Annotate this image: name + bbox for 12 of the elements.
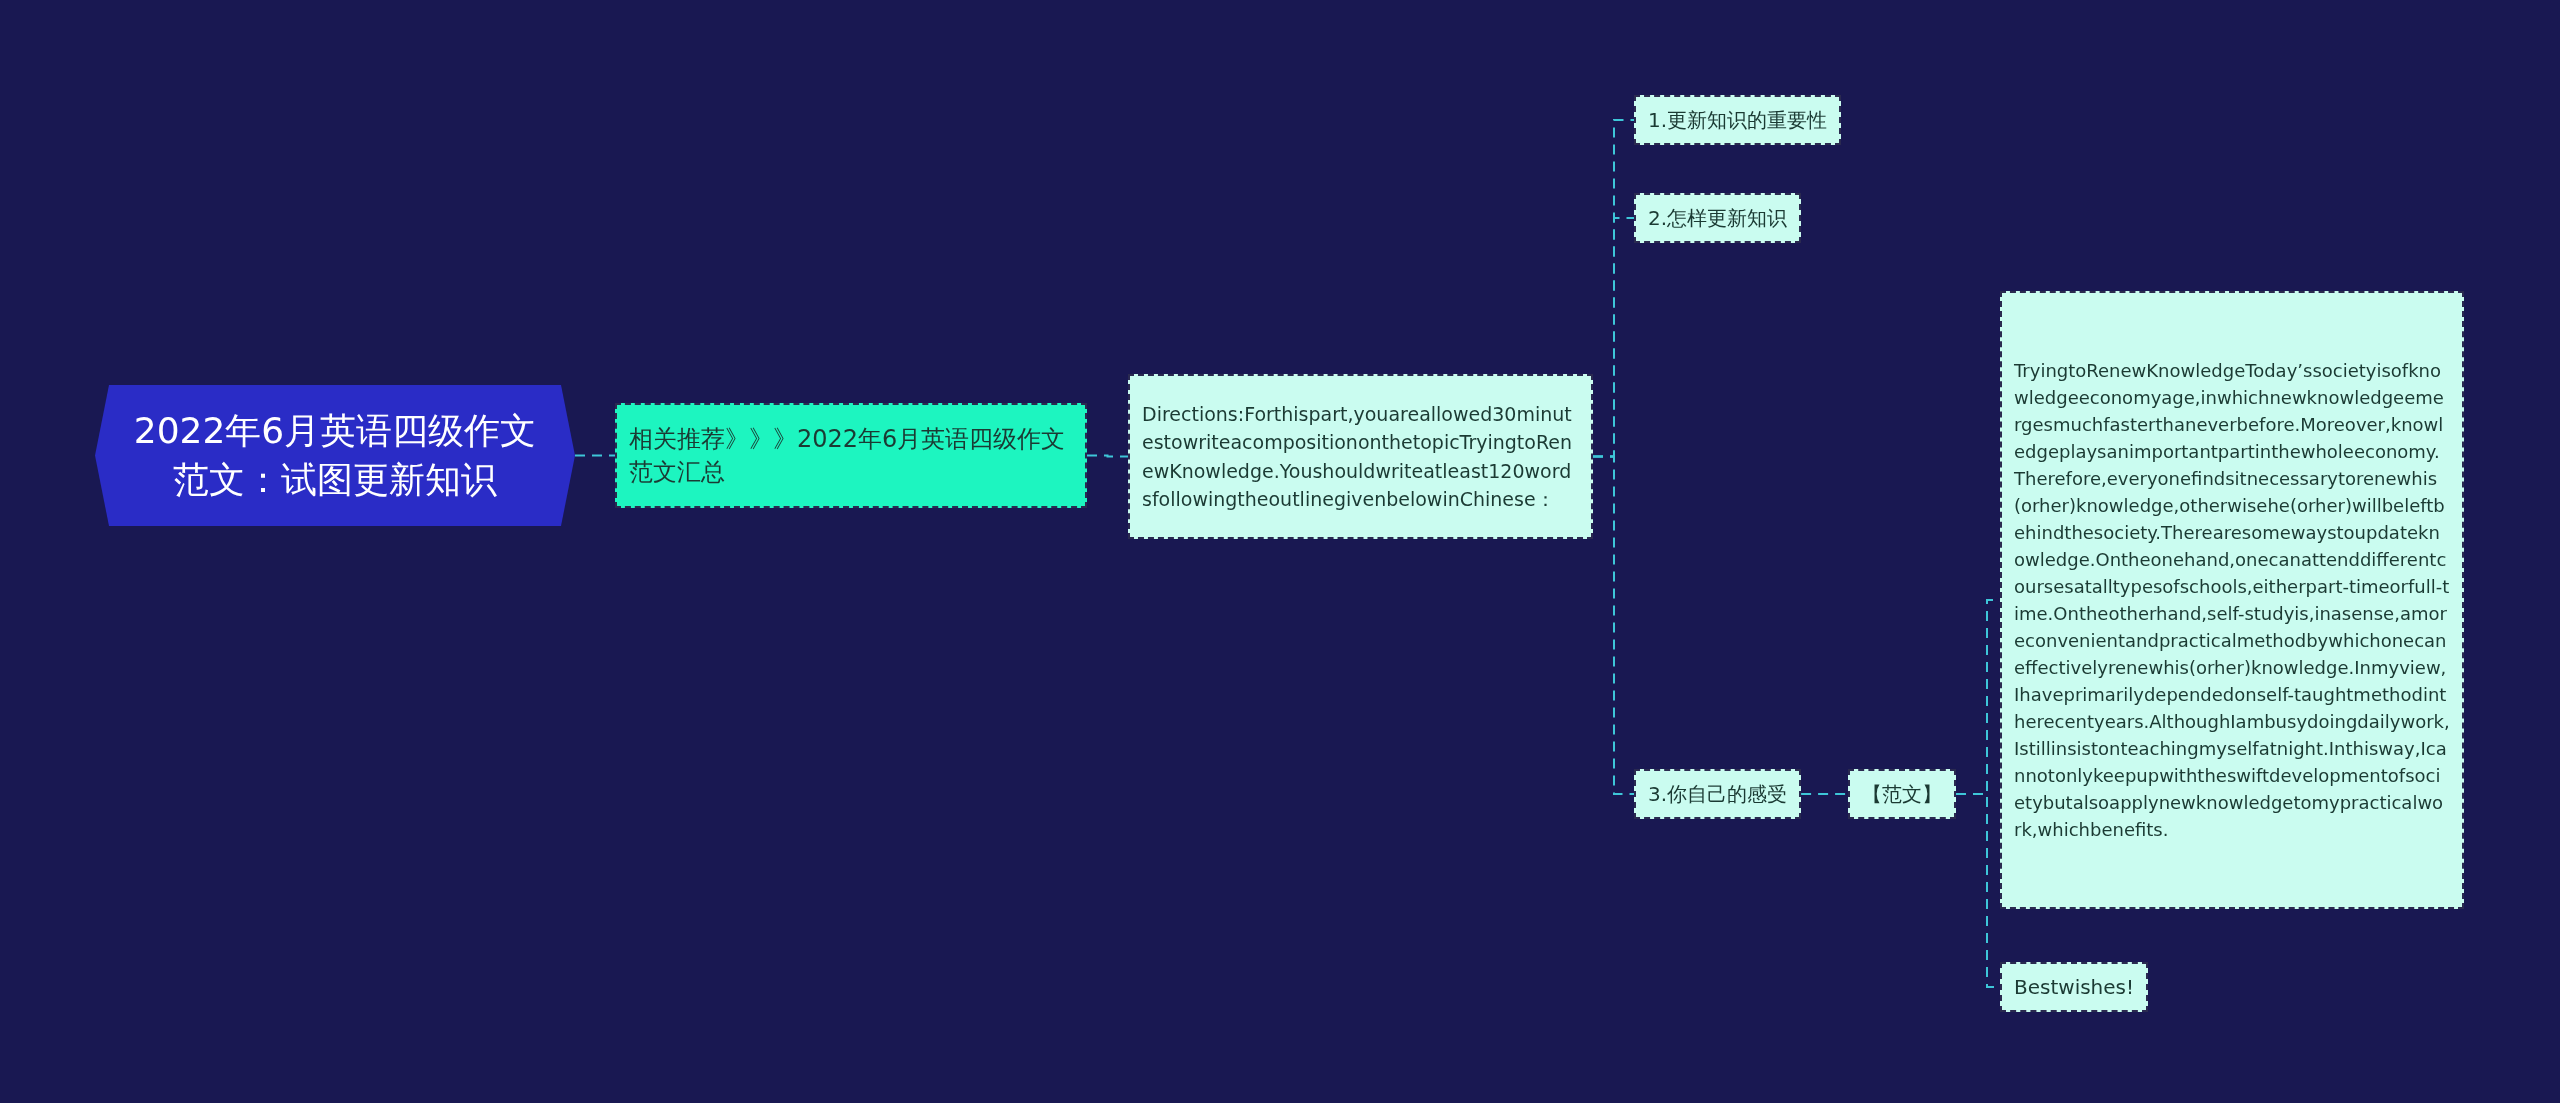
topic-box: 2.怎样更新知识 bbox=[1634, 193, 1802, 243]
title-hexagon: 2022年6月英语四级作文范文：试图更新知识 bbox=[95, 385, 575, 526]
topic-box: 相关推荐》》》2022年6月英语四级作文范文汇总 bbox=[615, 403, 1087, 508]
connector-line bbox=[574, 454, 616, 457]
topic-box: 3.你自己的感受 bbox=[1634, 769, 1802, 819]
connector-line bbox=[1086, 454, 1129, 458]
topic-box: Directions:Forthispart,youareallowed30minutestowriteacompositiononthetopicTryingtoRenewKnowledge.Youshouldwriteatleast120wordsfollowingtheoutlinegivenbelowinChinese： bbox=[1128, 374, 1593, 539]
topic-box: TryingtoRenewKnowledgeToday’ssocietyisofknowledgeeconomyage,inwhichnewknowledgeemergesmuchfasterthaneverbefore.Moreover,knowledgeplaysanimportantpartinthewholeeconomy.Therefore,everyonefindsitnecessarytorenewhis(orher)knowledge,otherwisehe(orher)willbeleftbehindthesociety.Therearesomewaystoupdateknowledge.Ontheonehand,onecanattenddifferentcoursesatalltypesofschools,eitherpart-timeorfull-time.Ontheotherhand,self-studyis,inasense,amoreconvenientandpracticalmethodbywhichonecaneffectivelyrenewhis(orher)knowledge.Inmyview,Ihaveprimarilydependedonself-taughtmethodintherecentyears.AlthoughIambusydoingdailywork,Istillinsistonteachingmyselfatnight.Inthisway,Icannotonlykeepupwiththeswiftdevelopmentofsocietybutalsoapplynewknowledgetomypracticalwork,whichbenefits. bbox=[2000, 291, 2464, 909]
topic-box: Bestwishes! bbox=[2000, 962, 2149, 1012]
connector-line bbox=[1592, 455, 1635, 795]
topic-box: 【范文】 bbox=[1848, 769, 1956, 819]
topic-box: 1.更新知识的重要性 bbox=[1634, 95, 1842, 145]
